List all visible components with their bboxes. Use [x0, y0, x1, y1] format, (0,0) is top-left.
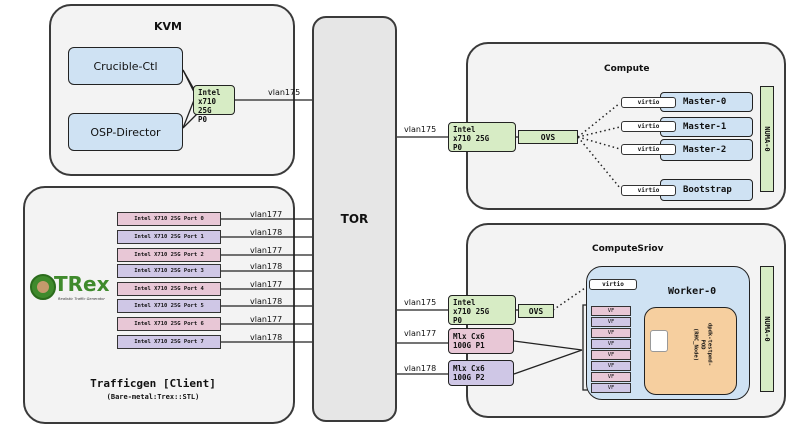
vf-0: VF: [591, 306, 631, 316]
sriov-vlan-p0-label: vlan175: [404, 298, 437, 307]
trafficgen-vlan-label-4: vlan177: [250, 280, 283, 289]
trafficgen-port-6: Intel X710 25G Port 6: [117, 317, 221, 331]
sriov-nic: Intel x710 25G P0: [448, 295, 516, 325]
trex-logo-circle: [30, 274, 56, 300]
compute-numa: NUMA-0: [760, 86, 774, 192]
mlx-p2-line2: 100G P2: [453, 373, 485, 382]
sriov-vlan-p1-label: vlan177: [404, 329, 437, 338]
dinosaur-icon: [37, 281, 49, 293]
kvm-nic-line1: Intel: [198, 88, 221, 97]
trafficgen-port-3: Intel X710 25G Port 3: [117, 264, 221, 278]
mlx-p1-nic: Mlx Cx6 100G P1: [448, 328, 514, 354]
vf-3: VF: [591, 339, 631, 349]
vf-2: VF: [591, 328, 631, 338]
vf-6: VF: [591, 372, 631, 382]
kvm-vlan-label: vlan175: [268, 88, 301, 97]
trafficgen-subtitle: (Bare-metal:Trex::STL): [106, 393, 200, 401]
vf-5: VF: [591, 361, 631, 371]
sriov-ovs: OVS: [518, 304, 554, 318]
trafficgen-port-1: Intel X710 25G Port 1: [117, 230, 221, 244]
sriov-numa-label: NUMA-0: [763, 316, 771, 342]
tor-switch: [312, 16, 397, 422]
kvm-nic-line3: P0: [198, 115, 208, 124]
pod-label: dpdk-testpmd- POD (RHC_Node): [672, 318, 732, 386]
pod-label-line3: (RHC_Node): [692, 327, 699, 362]
compute-nic-line2: x710 25G: [453, 134, 490, 143]
vf-1: VF: [591, 317, 631, 327]
mlx-p1-line2: 100G P1: [453, 341, 485, 350]
sriov-vlan-p2-label: vlan178: [404, 364, 437, 373]
pod-label-line2: POD: [699, 339, 706, 350]
trafficgen-vlan-label-3: vlan178: [250, 262, 283, 271]
virtio-master-1: virtio: [621, 121, 676, 132]
vf-7: VF: [591, 383, 631, 393]
trafficgen-vlan-label-1: vlan178: [250, 228, 283, 237]
trafficgen-vlan-label-5: vlan178: [250, 297, 283, 306]
kvm-title: KVM: [154, 20, 182, 33]
compute-nic-line3: P0: [453, 143, 463, 152]
trafficgen-port-2: Intel X710 25G Port 2: [117, 248, 221, 262]
trafficgen-port-7: Intel X710 25G Port 7: [117, 335, 221, 349]
compute-nic: Intel x710 25G P0: [448, 122, 516, 152]
sriov-nic-line1: Intel: [453, 298, 476, 307]
tor-label: TOR: [340, 212, 369, 226]
pod-icon: [650, 330, 668, 352]
trex-logo: TRex Realistic Traffic Generator: [28, 272, 120, 306]
sriov-nic-line3: P0: [453, 316, 463, 325]
sriov-numa: NUMA-0: [760, 266, 774, 392]
virtio-master-2: virtio: [621, 144, 676, 155]
mlx-p2-nic: Mlx Cx6 100G P2: [448, 360, 514, 386]
trafficgen-vlan-label-0: vlan177: [250, 210, 283, 219]
trafficgen-port-0: Intel X710 25G Port 0: [117, 212, 221, 226]
trafficgen-vlan-label-7: vlan178: [250, 333, 283, 342]
sriov-nic-line2: x710 25G: [453, 307, 490, 316]
trafficgen-title: Trafficgen [Client]: [90, 377, 216, 390]
trafficgen-port-4: Intel X710 25G Port 4: [117, 282, 221, 296]
compute-title: Compute: [604, 64, 650, 74]
compute-vlan-label: vlan175: [404, 125, 437, 134]
vm-master-0: Master-0: [660, 92, 753, 112]
trafficgen-vlan-label-2: vlan177: [250, 246, 283, 255]
trafficgen-vlan-label-6: vlan177: [250, 315, 283, 324]
trex-logo-text: TRex: [54, 272, 110, 296]
computesriov-title: ComputeSriov: [592, 244, 664, 254]
crucible-ctl-node: Crucible-Ctl: [68, 47, 183, 85]
virtio-master-0: virtio: [621, 97, 676, 108]
compute-numa-label: NUMA-0: [763, 126, 771, 152]
compute-ovs: OVS: [518, 130, 578, 144]
pod-label-line1: dpdk-testpmd-: [706, 322, 713, 367]
mlx-p2-line1: Mlx Cx6: [453, 364, 485, 373]
osp-director-node: OSP-Director: [68, 113, 183, 151]
trafficgen-port-5: Intel X710 25G Port 5: [117, 299, 221, 313]
virtio-worker-0: virtio: [589, 279, 637, 290]
kvm-nic: Intel x710 25G P0: [193, 85, 235, 124]
vf-4: VF: [591, 350, 631, 360]
worker-0-label: Worker-0: [668, 286, 717, 297]
mlx-p1-line1: Mlx Cx6: [453, 332, 485, 341]
compute-nic-line1: Intel: [453, 125, 476, 134]
kvm-nic-line2: x710 25G: [198, 97, 217, 115]
vm-bootstrap: Bootstrap: [660, 179, 753, 201]
virtio-bootstrap: virtio: [621, 185, 676, 196]
trex-logo-tagline: Realistic Traffic Generator: [58, 297, 105, 301]
